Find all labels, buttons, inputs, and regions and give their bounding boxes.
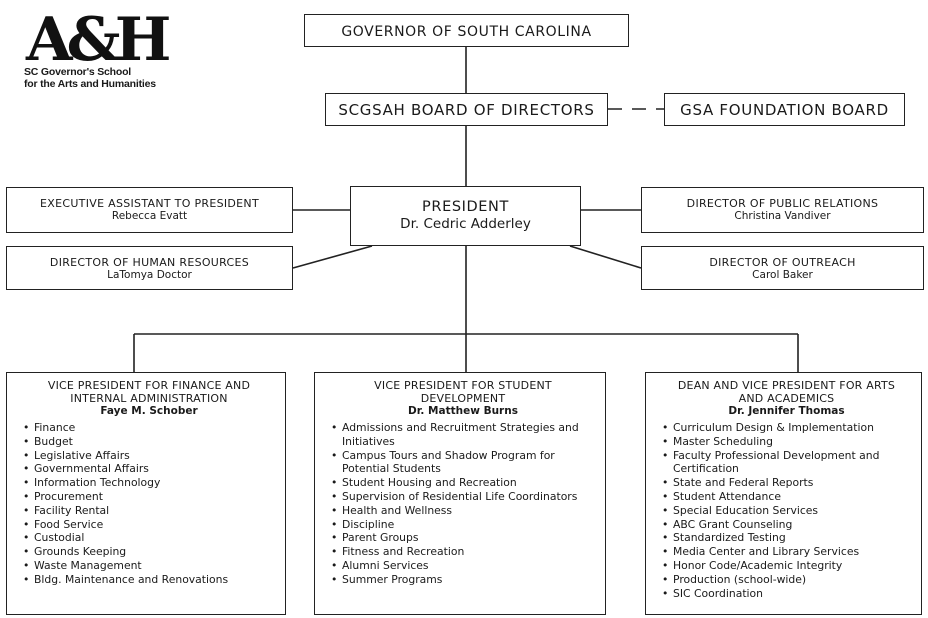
foundation-title: GSA FOUNDATION BOARD (680, 101, 889, 119)
duty-item: Special Education Services (660, 504, 913, 518)
vp-academics-name: Dr. Jennifer Thomas (728, 405, 845, 417)
vp-academics-title-1: DEAN AND VICE PRESIDENT FOR ARTS (677, 379, 896, 392)
duty-item: Admissions and Recruitment Strategies an… (329, 421, 597, 449)
exec-assistant-box: EXECUTIVE ASSISTANT TO PRESIDENT Rebecca… (6, 187, 293, 233)
logo-mark-text: A&H (25, 5, 169, 66)
vp-student-name: Dr. Matthew Burns (408, 405, 518, 417)
outreach-director-box: DIRECTOR OF OUTREACH Carol Baker (641, 246, 924, 290)
duty-item: Procurement (21, 490, 277, 504)
outreach-director-title: DIRECTOR OF OUTREACH (709, 256, 856, 269)
vp-student-title-1: VICE PRESIDENT FOR STUDENT (374, 379, 552, 392)
duty-item: Grounds Keeping (21, 545, 277, 559)
president-to-hr-line (292, 245, 373, 269)
logo-mark: A&H (25, 5, 172, 66)
vp-academics-box: DEAN AND VICE PRESIDENT FOR ARTS AND ACA… (645, 372, 922, 615)
vp-student-box: VICE PRESIDENT FOR STUDENT DEVELOPMENT D… (314, 372, 606, 615)
vp-finance-box: VICE PRESIDENT FOR FINANCE AND INTERNAL … (6, 372, 286, 615)
duty-item: SIC Coordination (660, 587, 913, 601)
duty-item: Bldg. Maintenance and Renovations (21, 573, 277, 587)
duty-item: Faculty Professional Development and Cer… (660, 449, 913, 477)
duty-item: Curriculum Design & Implementation (660, 421, 913, 435)
duty-item: Waste Management (21, 559, 277, 573)
governor-box: GOVERNOR OF SOUTH CAROLINA (304, 14, 629, 47)
president-title: PRESIDENT (422, 199, 509, 215)
governor-title: GOVERNOR OF SOUTH CAROLINA (341, 24, 592, 40)
duty-item: Student Attendance (660, 490, 913, 504)
president-box: PRESIDENT Dr. Cedric Adderley (350, 186, 581, 246)
duty-item: Custodial (21, 531, 277, 545)
vp-academics-duties: Curriculum Design & Implementation Maste… (660, 421, 913, 600)
pr-director-name: Christina Vandiver (734, 210, 831, 222)
duty-item: Summer Programs (329, 573, 597, 587)
president-name: Dr. Cedric Adderley (400, 216, 531, 232)
duty-item: Discipline (329, 518, 597, 532)
vp-finance-duties: Finance Budget Legislative Affairs Gover… (21, 421, 277, 587)
board-title: SCGSAH BOARD OF DIRECTORS (338, 101, 595, 119)
duty-item: Food Service (21, 518, 277, 532)
president-to-outreach-line (569, 245, 642, 269)
vp-student-duties: Admissions and Recruitment Strategies an… (329, 421, 597, 587)
duty-item: Production (school-wide) (660, 573, 913, 587)
duty-item: Parent Groups (329, 531, 597, 545)
duty-item: Master Scheduling (660, 435, 913, 449)
logo-line-2: for the Arts and Humanities (24, 78, 156, 90)
duty-item: Governmental Affairs (21, 462, 277, 476)
duty-item: Legislative Affairs (21, 449, 277, 463)
duty-item: Budget (21, 435, 277, 449)
board-box: SCGSAH BOARD OF DIRECTORS (325, 93, 608, 126)
duty-item: Fitness and Recreation (329, 545, 597, 559)
duty-item: Health and Wellness (329, 504, 597, 518)
vp-finance-name: Faye M. Schober (100, 405, 198, 417)
duty-item: Standardized Testing (660, 531, 913, 545)
duty-item: Alumni Services (329, 559, 597, 573)
vp-finance-title-2: INTERNAL ADMINISTRATION (70, 392, 228, 405)
logo-line-1: SC Governor's School (24, 66, 132, 78)
pr-director-box: DIRECTOR OF PUBLIC RELATIONS Christina V… (641, 187, 924, 233)
vp-student-title-2: DEVELOPMENT (420, 392, 506, 405)
hr-director-title: DIRECTOR OF HUMAN RESOURCES (49, 256, 250, 269)
outreach-director-name: Carol Baker (752, 269, 813, 281)
duty-item: Student Housing and Recreation (329, 476, 597, 490)
duty-item: Supervision of Residential Life Coordina… (329, 490, 597, 504)
duty-item: Finance (21, 421, 277, 435)
vp-academics-title-2: AND ACADEMICS (738, 392, 835, 405)
duty-item: State and Federal Reports (660, 476, 913, 490)
hr-director-box: DIRECTOR OF HUMAN RESOURCES LaTomya Doct… (6, 246, 293, 290)
hr-director-name: LaTomya Doctor (107, 269, 192, 281)
duty-item: Information Technology (21, 476, 277, 490)
duty-item: Campus Tours and Shadow Program for Pote… (329, 449, 597, 477)
exec-assistant-name: Rebecca Evatt (111, 210, 188, 222)
duty-item: ABC Grant Counseling (660, 518, 913, 532)
pr-director-title: DIRECTOR OF PUBLIC RELATIONS (686, 197, 879, 210)
duty-item: Facility Rental (21, 504, 277, 518)
foundation-box: GSA FOUNDATION BOARD (664, 93, 905, 126)
exec-assistant-title: EXECUTIVE ASSISTANT TO PRESIDENT (40, 197, 259, 210)
vp-finance-title-1: VICE PRESIDENT FOR FINANCE AND (47, 379, 251, 392)
duty-item: Media Center and Library Services (660, 545, 913, 559)
logo-wordmark: SC Governor's School for the Arts and Hu… (24, 66, 156, 90)
duty-item: Honor Code/Academic Integrity (660, 559, 913, 573)
